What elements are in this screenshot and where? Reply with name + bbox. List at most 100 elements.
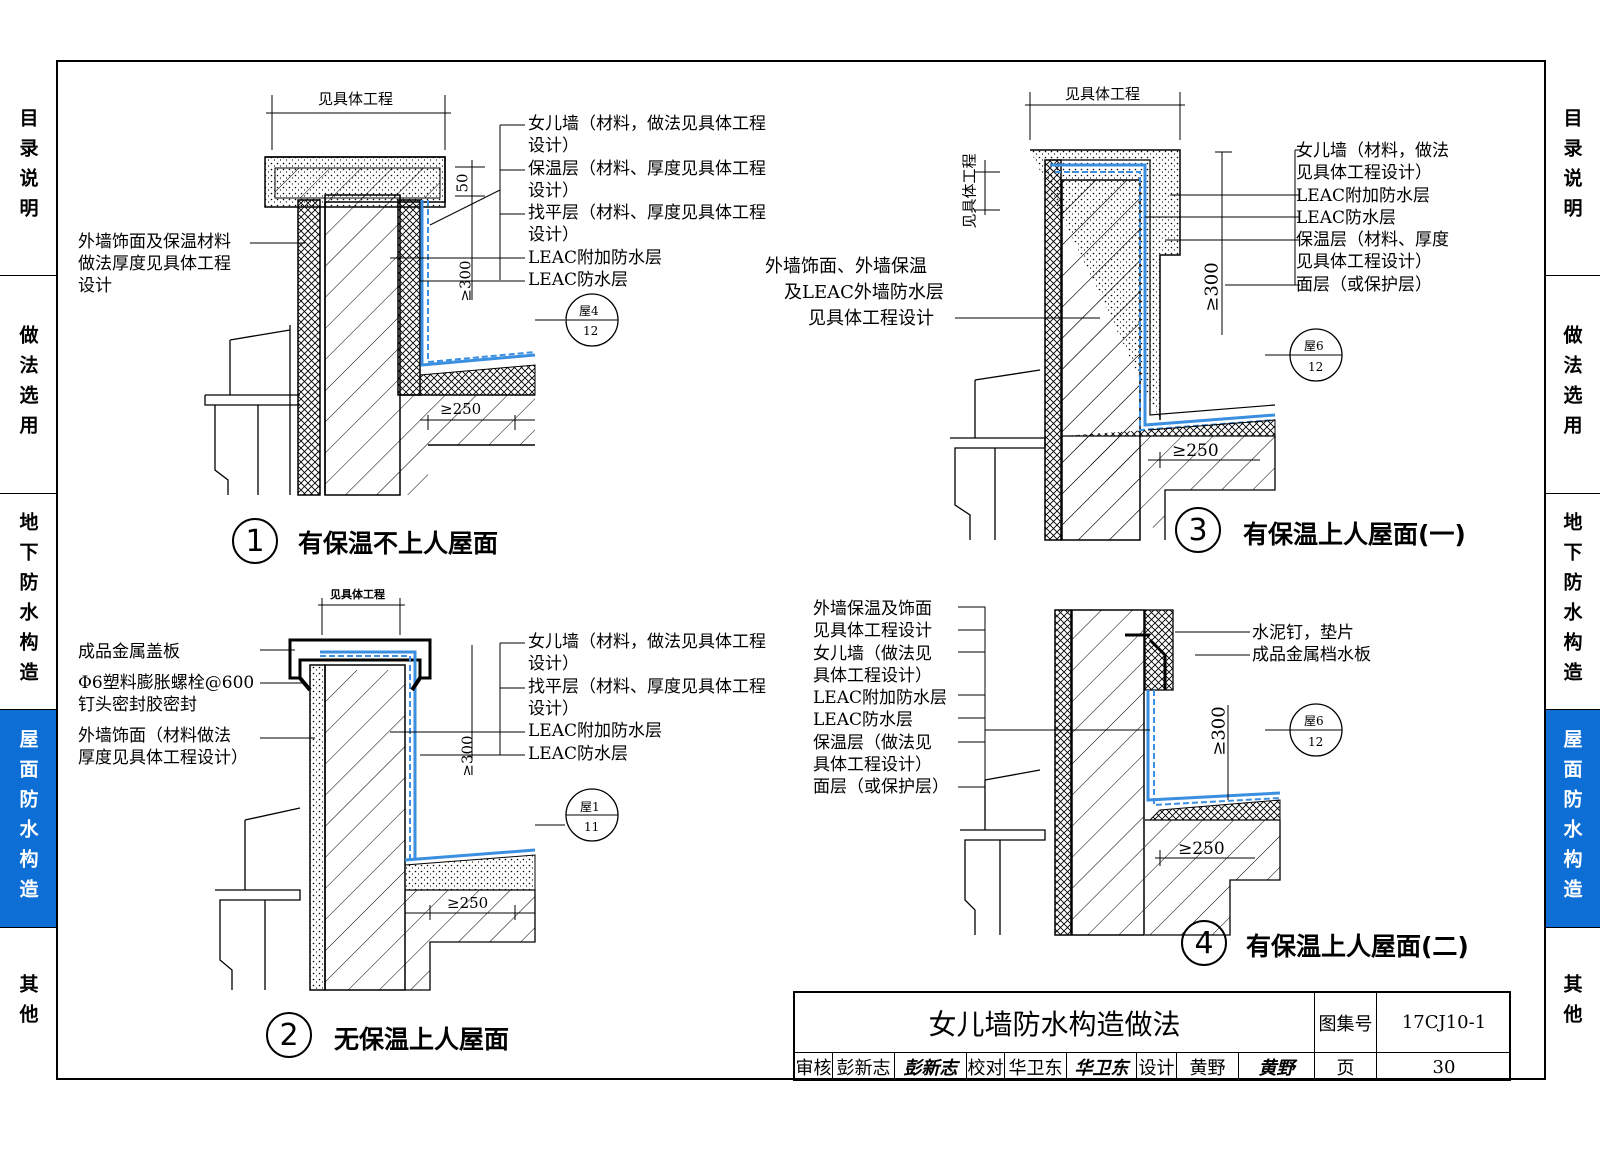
label: LEAC防水层 [1296,208,1396,228]
label: 见具体工程设计 [813,621,932,641]
label: Φ6塑料膨胀螺栓@600 [78,673,255,693]
label: 做法厚度见具体工程 [78,254,231,274]
label: 外墙保温及饰面 [813,599,932,619]
label: 成品金属盖板 [78,642,180,662]
detail-3-dim-250: ≥250 [1172,441,1219,461]
detail-1-drawing [204,95,619,496]
detail-4-dim-300: ≥300 [1208,706,1230,756]
detail-2-ref-bottom: 11 [584,820,600,834]
detail-3-drawing [950,92,1343,541]
label: 厚度见具体工程设计） [78,748,248,768]
checker-signature: 华卫东 [1067,1053,1137,1081]
detail-1-title: 有保温不上人屋面 [298,529,499,558]
label: 保温层（做法见 [813,733,932,753]
label: 设计） [528,181,579,201]
review-label: 审核 [795,1053,833,1081]
design-label: 设计 [1137,1053,1177,1081]
detail-4-ref-bottom: 12 [1308,735,1324,749]
detail-1-ref-bottom: 12 [583,324,599,338]
detail-4-dim-250: ≥250 [1178,839,1225,859]
detail-2-dim-top: 见具体工程 [330,588,385,601]
reviewer-signature: 彭新志 [895,1053,967,1081]
drawing-title: 女儿墙防水构造做法 [795,993,1315,1053]
detail-4-title: 有保温上人屋面(二) [1246,932,1469,961]
label: 女儿墙（材料，做法见具体工程 [528,632,766,652]
label: 保温层（材料、厚度 [1296,230,1449,250]
detail-2-title: 无保温上人屋面 [334,1025,510,1054]
label: 钉头密封胶密封 [78,695,197,715]
label: 保温层（材料、厚度见具体工程 [528,159,766,179]
detail-2-number: 2 [266,1012,312,1058]
page-number: 30 [1432,1056,1456,1078]
detail-1-ref-top: 屋4 [579,304,599,318]
left-nav-item-roof[interactable]: 屋面防水构造 [0,710,56,928]
detail-1-dim-top: 见具体工程 [318,90,394,108]
label: 水泥钉，垫片 [1252,623,1354,643]
label: 面层（或保护层） [1296,275,1432,295]
label: 见具体工程设计 [808,308,934,329]
left-nav-item-other[interactable]: 其他 [16,974,39,1034]
label: 及LEAC外墙防水层 [784,282,944,303]
label: 设计） [528,654,579,674]
detail-4-number: 4 [1181,920,1227,966]
left-nav-item-method[interactable]: 做法选用 [0,276,56,494]
left-nav-item-contents[interactable]: 目录说明 [0,60,56,276]
label: 见具体工程设计） [1296,252,1432,272]
label: 设计 [78,276,112,296]
detail-2-ref-top: 屋1 [580,800,600,814]
detail-3-dim-300: ≥300 [1201,262,1223,312]
right-nav-item-other[interactable]: 其他 [1560,974,1583,1034]
label: 具体工程设计） [813,666,932,686]
label: 女儿墙（材料，做法见具体工程 [528,114,766,134]
detail-2-dim-250: ≥250 [447,894,489,912]
label: 外墙饰面及保温材料 [78,232,231,252]
label: LEAC防水层 [528,744,628,764]
detail-4-ref-top: 屋6 [1304,714,1324,728]
detail-2-dim-300: ≥300 [458,735,477,777]
label: 找平层（材料、厚度见具体工程 [528,203,766,223]
label: 找平层（材料、厚度见具体工程 [528,677,766,697]
label: 女儿墙（做法见 [813,644,932,664]
detail-1-dim-250: ≥250 [440,400,482,418]
reviewer: 彭新志 [833,1053,895,1081]
label: LEAC附加防水层 [528,721,662,741]
label: LEAC附加防水层 [1296,186,1430,206]
atlas-label: 图集号 [1315,993,1377,1053]
title-block: 女儿墙防水构造做法 图集号 17CJ10-1 审核 彭新志 彭新志 校对 华卫东… [793,991,1511,1081]
label: 具体工程设计） [813,755,932,775]
check-label: 校对 [967,1053,1005,1081]
detail-3-ref-top: 屋6 [1304,339,1324,353]
right-nav-item-underground[interactable]: 地下防水构造 [1544,494,1600,710]
page-label: 页 [1315,1053,1377,1081]
right-nav-item-method[interactable]: 做法选用 [1544,276,1600,494]
label: 外墙饰面、外墙保温 [765,256,927,277]
label: 外墙饰面（材料做法 [78,726,231,746]
detail-4-drawing [958,606,1343,936]
label: LEAC防水层 [813,710,913,730]
atlas-number: 17CJ10-1 [1377,993,1511,1053]
checker: 华卫东 [1005,1053,1067,1081]
designer-signature: 黄野 [1239,1053,1315,1081]
left-nav-item-underground[interactable]: 地下防水构造 [0,494,56,710]
detail-3-title: 有保温上人屋面(一) [1243,520,1466,549]
label: 成品金属档水板 [1252,645,1371,665]
label: 见具体工程设计） [1296,163,1432,183]
detail-3-ref-bottom: 12 [1308,360,1324,374]
label: 面层（或保护层） [813,777,949,797]
label: 女儿墙（材料，做法 [1296,141,1449,161]
detail-1-dim-50: 50 [453,173,472,193]
label: LEAC防水层 [528,270,628,290]
label: LEAC附加防水层 [813,688,947,708]
right-nav-item-contents[interactable]: 目录说明 [1544,60,1600,276]
detail-3-dim-side: 见具体工程 [960,153,979,229]
detail-3-dim-top: 见具体工程 [1065,85,1141,103]
label: 设计） [528,225,579,245]
right-nav-item-roof[interactable]: 屋面防水构造 [1544,710,1600,928]
detail-1-number: 1 [232,518,278,564]
label: 设计） [528,136,579,156]
detail-1-dim-300: ≥300 [456,260,475,302]
label: LEAC附加防水层 [528,248,662,268]
detail-2-drawing [215,598,619,991]
detail-3-number: 3 [1175,507,1221,553]
